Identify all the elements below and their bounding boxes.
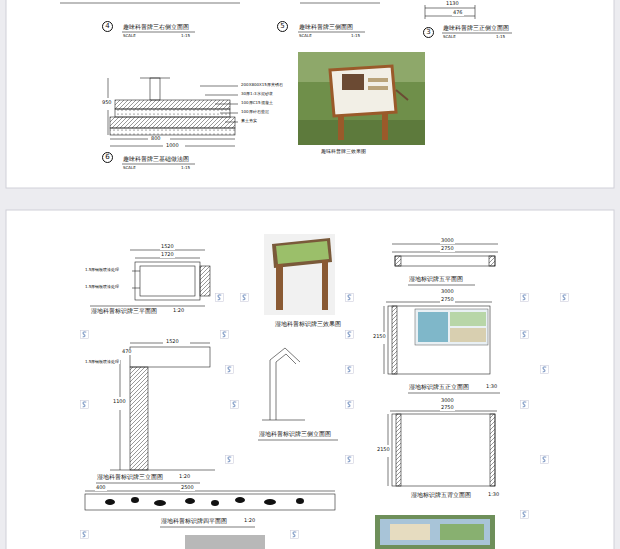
- dimension-text: 2750: [440, 246, 455, 252]
- dimension-text: 1:15: [350, 34, 361, 38]
- drawing-label: 1.5厚钢板喷漆处理: [84, 360, 120, 364]
- dimension-text: 1:30: [487, 492, 500, 498]
- callout-circle: 3: [423, 27, 434, 38]
- drawing-label: 趣味科普牌三正侧立面图: [442, 25, 510, 32]
- callout-number: 4: [105, 23, 109, 30]
- drawing-label: 湿地科普标识牌四平面图: [160, 518, 228, 525]
- drawing-label: 30厚1:3水泥砂浆: [240, 92, 274, 96]
- drawing-label: SCALE: [298, 34, 313, 38]
- dimension-text: 476: [452, 10, 464, 16]
- drawing-label: 湿地标识牌五平面图: [408, 276, 464, 283]
- drawing-label: 湿地科普标识牌三平面图: [90, 308, 158, 315]
- dimension-text: 1720: [160, 252, 175, 258]
- dimension-text: 2150: [372, 334, 387, 340]
- drawing-label: 湿地标识牌五背立面图: [410, 492, 472, 499]
- dimension-text: 1000: [165, 143, 180, 149]
- dimension-text: 1:15: [180, 166, 191, 170]
- dimension-text: 2500: [180, 485, 195, 491]
- drawing-label: 趣味科普牌三右侧立面图: [122, 24, 190, 31]
- drawing-label: 1.5厚钢板喷漆处理: [84, 285, 120, 289]
- dimension-text: 3000: [440, 289, 455, 295]
- dimension-text: 3000: [440, 398, 455, 404]
- callout-circle: 5: [277, 21, 288, 32]
- drawing-label: 100厚碎石垫层: [240, 110, 270, 114]
- drawing-label: 200X800X15厚黄锈石: [240, 83, 284, 87]
- dimension-text: 2150: [376, 447, 391, 453]
- dimension-text: 3000: [440, 238, 455, 244]
- drawing-label: 1.5厚钢板喷漆处理: [84, 268, 120, 272]
- callout-number: 5: [280, 23, 284, 30]
- drawing-label: 湿地科普标识牌三立面图: [96, 474, 164, 481]
- dimension-text: 1:20: [178, 474, 191, 480]
- dimension-text: 1130: [445, 1, 460, 7]
- drawing-label: SCALE: [122, 34, 137, 38]
- dimension-text: 1:15: [495, 35, 506, 39]
- dimension-text: 1:20: [243, 518, 256, 524]
- drawing-label: SCALE: [442, 35, 457, 39]
- drawing-label: 素土夯实: [240, 119, 258, 123]
- drawing-label: 湿地标识牌五正立面图: [408, 384, 470, 391]
- dimension-text: 2750: [440, 297, 455, 303]
- dimension-text: 400: [95, 485, 107, 491]
- drawing-label: 趣味科普牌三基础做法图: [122, 156, 190, 163]
- drawing-label: 趣味科普牌三侧面图: [298, 24, 354, 31]
- dimension-text: 1:15: [180, 34, 191, 38]
- callout-circle: 4: [102, 21, 113, 32]
- drawing-label: SCALE: [122, 166, 137, 170]
- dimension-text: 470: [121, 349, 133, 355]
- dimension-text: 1:20: [172, 308, 185, 314]
- dimension-text: 1520: [160, 244, 175, 250]
- drawing-label: 趣味科普牌三效果图: [320, 149, 367, 155]
- dimension-text: 1100: [112, 399, 127, 405]
- dimension-text: 950: [101, 100, 113, 106]
- drawing-label: 100厚C15混凝土: [240, 101, 274, 105]
- drawing-label: 湿地科普标识牌三侧立面图: [258, 431, 332, 438]
- callout-circle: 6: [102, 152, 113, 163]
- dimension-text: 1:30: [485, 384, 498, 390]
- callout-number: 3: [426, 29, 430, 36]
- dimension-text: 1520: [165, 339, 180, 345]
- dimension-text: 2750: [440, 405, 455, 411]
- drawing-label: 湿地科普标识牌三效果图: [274, 321, 342, 328]
- callout-number: 6: [105, 154, 109, 161]
- dimension-text: 800: [150, 136, 162, 142]
